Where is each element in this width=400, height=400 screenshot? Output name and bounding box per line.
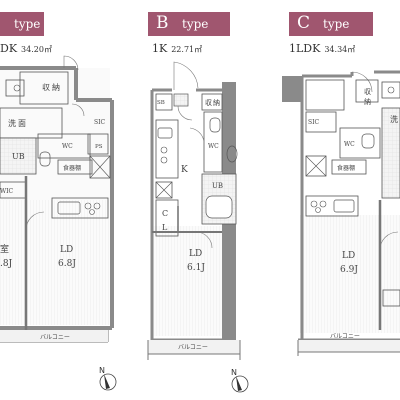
plan-a-cupboard-label: 食器棚 <box>63 164 81 172</box>
type-c-layout: 1LDK <box>289 42 321 55</box>
north-compass-a: N <box>99 366 117 391</box>
type-c-letter: C <box>297 13 311 33</box>
type-a-badge: type <box>0 12 44 36</box>
type-a-label: type <box>14 17 41 31</box>
plan-b-storage-label: 収 <box>205 99 212 107</box>
plan-b-storage-label2: 納 <box>213 98 220 107</box>
type-c-label: type <box>323 17 350 31</box>
plan-c-balcony-label: バルコニー <box>330 333 360 340</box>
plan-c: 収 納 洗 SIC WC 食器棚 LD 6.9J バルコニー <box>282 70 400 356</box>
plan-c-wash-label: 洗 <box>390 114 398 124</box>
plan-a-outer-wall <box>0 66 114 328</box>
north-label-a: N <box>99 366 105 375</box>
plan-a-wash-label: 洗 <box>8 118 16 128</box>
plan-b-floor <box>152 226 232 336</box>
type-c-badge: C type <box>289 12 373 36</box>
plan-c-ld-size: 6.9J <box>340 265 358 275</box>
plan-b-closet-l: L <box>162 223 168 232</box>
plan-a-storage-label2: 納 <box>52 82 60 92</box>
plan-a-ub-label: UB <box>12 152 25 161</box>
plan-c-wc-label: WC <box>344 141 355 148</box>
plan-b-outer-wall <box>150 88 236 342</box>
plan-a-floor <box>0 200 110 325</box>
type-b-layout: 1K <box>152 42 168 55</box>
plan-b-balcony-label: バルコニー <box>178 344 208 351</box>
plan-b-closet-c: C <box>162 209 168 218</box>
north-arrow-icon <box>104 374 110 389</box>
plan-a-wash-label2: 面 <box>18 119 26 128</box>
north-arrow-icon <box>236 376 242 391</box>
plan-c-sic-label: SIC <box>308 119 319 126</box>
plan-a-wic-label: WIC <box>0 188 14 195</box>
plan-a-bedroom-size: .8J <box>0 259 13 269</box>
plan-a-balcony-label: バルコニー <box>40 334 70 341</box>
plan-a-ps-label: PS <box>95 144 103 150</box>
plan-c-outer-wall <box>298 70 400 342</box>
north-label-b: N <box>231 368 237 377</box>
plan-a-ld-label: LD <box>60 245 73 255</box>
plan-b-ub-label: UB <box>212 182 223 190</box>
plan-b-wc-label: WC <box>208 143 219 150</box>
plan-c-floor <box>300 215 400 333</box>
plan-b-sb-label: SB <box>157 100 165 106</box>
plan-a-sic-label: SIC <box>94 119 105 126</box>
plan-b-ld-size: 6.1J <box>187 263 205 273</box>
type-a-layout: DK <box>0 42 18 55</box>
plan-a: 収 納 洗 面 SIC UB WC PS 食器棚 WIC 室 .8J LD 6.… <box>0 55 114 343</box>
plan-c-storage-label2: 納 <box>364 97 371 106</box>
plan-c-cupboard-label: 食器棚 <box>337 164 355 172</box>
plan-c-shaft <box>282 76 302 102</box>
plan-c-storage-label: 収 <box>364 88 371 96</box>
plan-a-bedroom-label: 室 <box>0 243 9 255</box>
plan-a-wc-label: WC <box>62 143 73 150</box>
type-b-label: type <box>182 17 209 31</box>
plan-b-k-label: K <box>181 165 188 175</box>
type-b-badge: B type <box>148 12 230 36</box>
type-b-letter: B <box>156 13 169 33</box>
plan-c-ld-label: LD <box>342 251 355 261</box>
type-c-area: 34.34㎡ <box>324 45 356 54</box>
plan-a-ld-size: 6.8J <box>58 259 76 269</box>
plan-b: SB 収 納 WC K UB C L LD 6.1J バルコニー <box>147 61 241 360</box>
north-compass-b: N <box>231 368 249 393</box>
plan-a-storage-label: 収 <box>42 82 50 92</box>
type-b-area: 22.71㎡ <box>171 45 203 54</box>
plan-b-ld-label: LD <box>189 249 202 259</box>
type-a-area: 34.20㎡ <box>21 45 52 54</box>
